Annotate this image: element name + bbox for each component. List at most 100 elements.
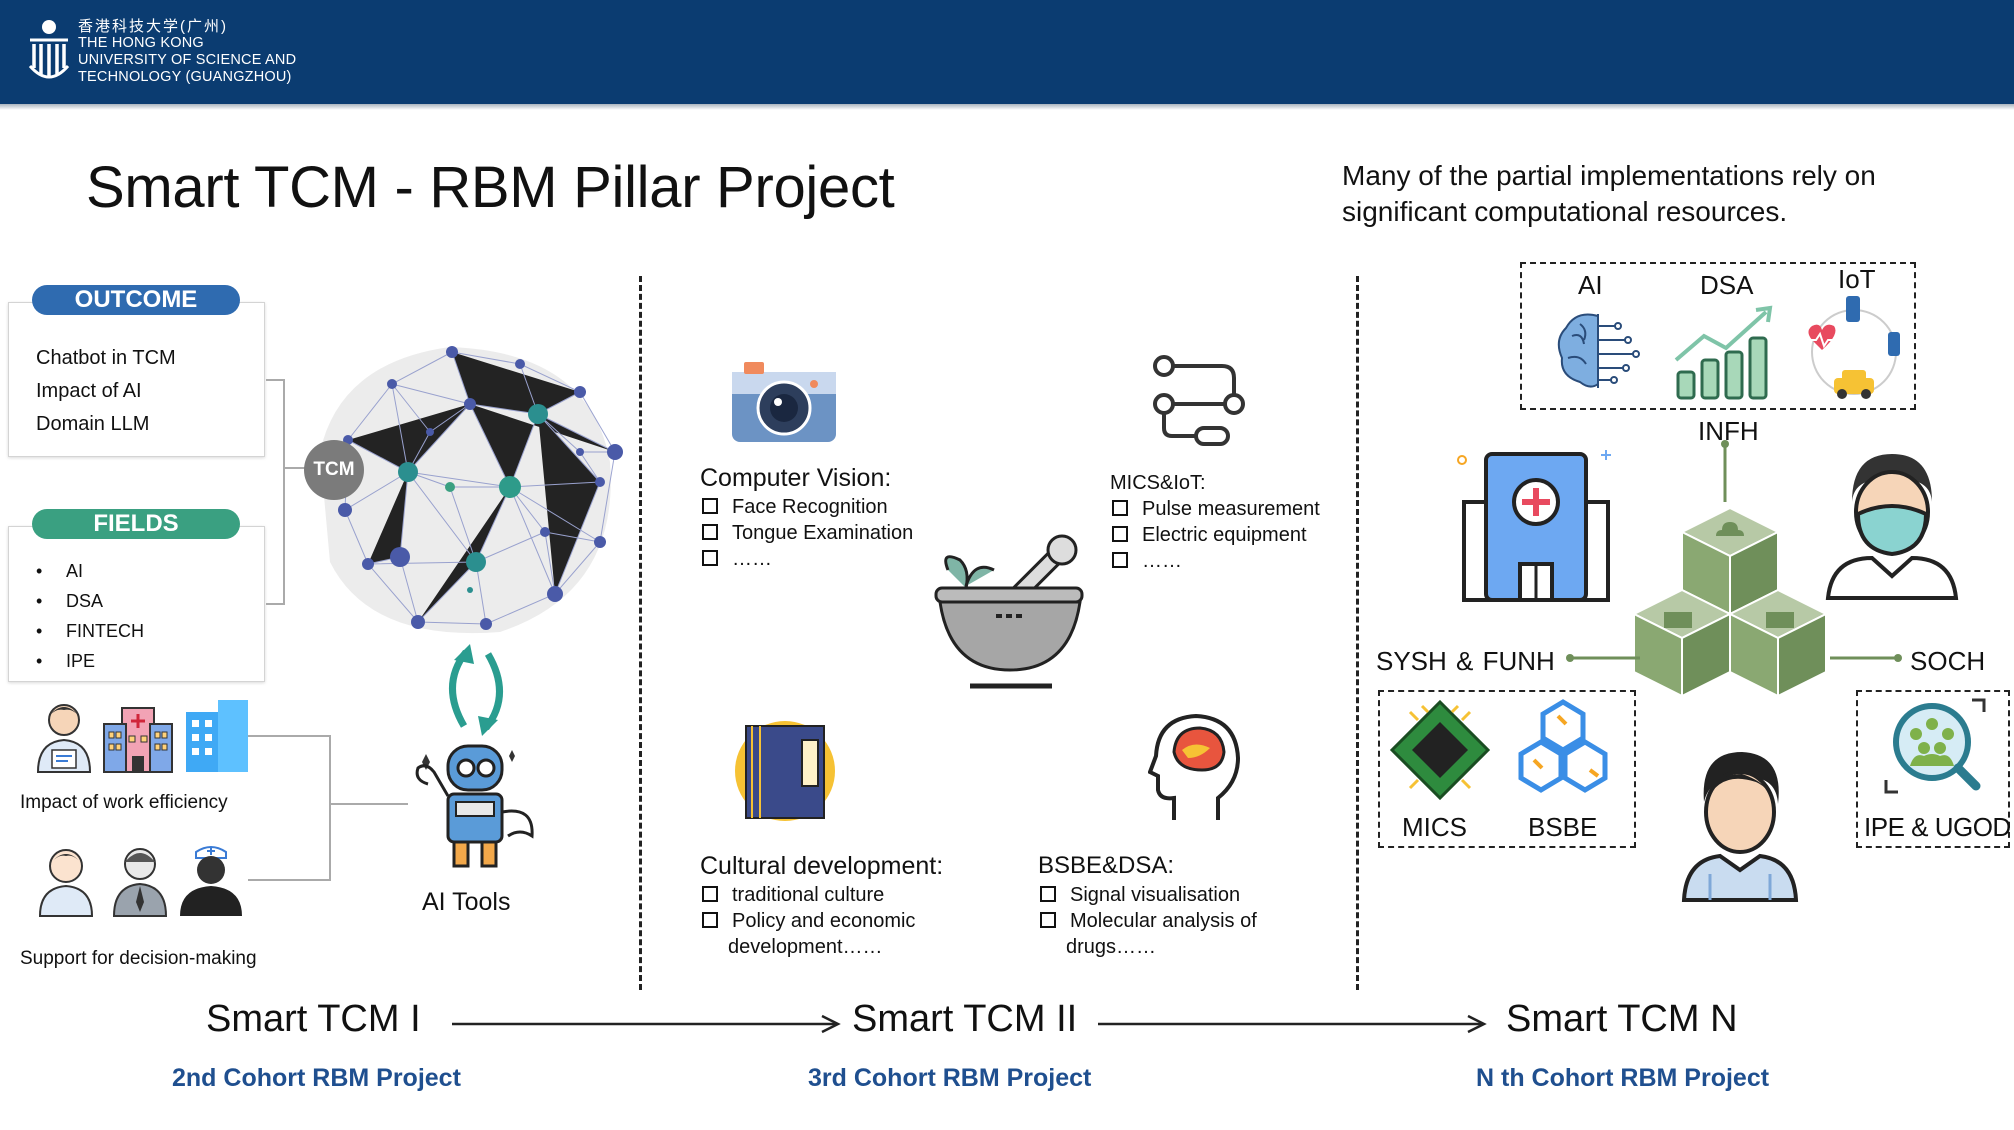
checkbox-icon [702, 550, 718, 566]
checkbox-icon [1112, 552, 1128, 568]
bsbe-item-molecular: Molecular analysis of [1040, 908, 1257, 934]
university-name-cn: 香港科技大学(广州) [78, 18, 228, 35]
iot-label: IoT [1838, 264, 1876, 294]
fields-pill: FIELDS [32, 509, 240, 539]
university-logo [26, 18, 72, 89]
cultural-item-policy-text: Policy and economic [732, 910, 916, 932]
checkbox-icon [702, 912, 718, 928]
cube-cluster-icon [1628, 504, 1832, 729]
infh-label: INFH [1698, 416, 1759, 446]
cv-list: Face Recognition Tongue Examination …… [702, 494, 913, 572]
checkbox-icon [702, 524, 718, 540]
sysh-connector [1566, 654, 1640, 662]
mics-title: MICS&IoT: [1110, 472, 1206, 494]
mics-item-more-text: …… [1142, 550, 1182, 572]
fields-item-ipe-text: IPE [66, 651, 96, 671]
outcome-item-chatbot: Chatbot in TCM [36, 347, 176, 369]
nurse-icon [176, 842, 246, 923]
growth-chart-icon [1670, 302, 1780, 407]
resource-note: Many of the partial implementations rely… [1342, 158, 1876, 230]
soch-connector [1830, 654, 1902, 662]
header-bar [0, 0, 2014, 104]
soch-label: SOCH [1910, 646, 1986, 676]
ai-tools-label: AI Tools [422, 888, 511, 916]
cycle-arrows-icon [449, 644, 503, 736]
cv-item-face: Face Recognition [702, 494, 913, 520]
brain-head-icon [1147, 712, 1244, 829]
divider-right [1356, 276, 1359, 990]
checkbox-icon [702, 886, 718, 902]
tcm-badge: TCM [304, 440, 364, 500]
mics-item-more: …… [1112, 548, 1320, 574]
cohort-label-nth: N th Cohort RBM Project [1476, 1064, 1770, 1092]
mics-item-pulse-text: Pulse measurement [1142, 498, 1320, 520]
fields-item-ipe: •IPE [36, 651, 96, 671]
cultural-item-development: development…… [728, 936, 883, 958]
ai-dsa-iot-box [1520, 262, 1916, 410]
woman-icon [1680, 744, 1800, 909]
resource-note-line1: Many of the partial implementations rely… [1342, 160, 1876, 191]
timeline-arrow-2 [1098, 1014, 1487, 1034]
work-efficiency-label: Impact of work efficiency [20, 792, 228, 813]
building-icon [180, 698, 252, 779]
book-icon [730, 716, 840, 831]
cv-item-more: …… [702, 546, 913, 572]
cohort-label-3rd: 3rd Cohort RBM Project [808, 1064, 1092, 1092]
iot-health-icon [1800, 296, 1910, 405]
mics-item-electric: Electric equipment [1112, 522, 1320, 548]
divider-left [639, 276, 642, 990]
cv-title: Computer Vision: [700, 464, 892, 492]
checkbox-icon [1040, 912, 1056, 928]
outcome-item-llm: Domain LLM [36, 413, 150, 435]
mortar-pestle-icon [930, 530, 1090, 695]
university-name-line2: UNIVERSITY OF SCIENCE AND [78, 52, 297, 68]
doctor-icon [32, 698, 96, 779]
bsbe-title: BSBE&DSA: [1038, 852, 1175, 879]
staff-icon [110, 842, 170, 923]
bsbe-item-signal-text: Signal visualisation [1070, 884, 1241, 906]
fields-item-ai-text: AI [66, 561, 84, 581]
page-title: Smart TCM - RBM Pillar Project [86, 155, 895, 220]
checkbox-icon [1112, 500, 1128, 516]
timeline-smart-tcm-2: Smart TCM II [852, 998, 1078, 1040]
cultural-item-traditional: traditional culture [702, 882, 915, 908]
hospital-building-icon [1456, 446, 1616, 611]
infh-connector [1721, 440, 1729, 502]
header-shadow [0, 104, 2014, 110]
resource-note-line2: significant computational resources. [1342, 196, 1788, 227]
hospital-icon [100, 698, 176, 779]
university-name-line1: THE HONG KONG [78, 35, 204, 51]
cultural-title: Cultural development: [700, 852, 944, 880]
fields-item-dsa: •DSA [36, 591, 104, 611]
checkbox-icon [1040, 886, 1056, 902]
bsbe-item-signal: Signal visualisation [1040, 882, 1257, 908]
people-connector [248, 735, 408, 881]
community-search-icon [1880, 694, 1990, 803]
cultural-item-policy: Policy and economic [702, 908, 915, 934]
cultural-list: traditional culture Policy and economic … [702, 882, 915, 960]
mics-item-pulse: Pulse measurement [1112, 496, 1320, 522]
ai-brain-icon [1554, 310, 1644, 397]
masked-doctor-icon [1822, 446, 1962, 607]
molecule-icon [1510, 696, 1616, 809]
outcome-box [8, 302, 265, 457]
knowledge-graph [320, 346, 623, 634]
university-name: 香港科技大学(广州) THE HONG KONG UNIVERSITY OF S… [78, 18, 296, 86]
ipe-ugod-box [1856, 690, 2010, 848]
dsa-label: DSA [1700, 270, 1754, 300]
patient-icon [36, 842, 96, 923]
fields-item-ai: •AI [36, 561, 84, 581]
bsbe-item-molecular-text: Molecular analysis of [1070, 910, 1257, 932]
ipe-ugod-label: IPE & UGOD [1864, 812, 2011, 842]
outcome-item-impact: Impact of AI [36, 380, 142, 402]
bsbe-list: Signal visualisation Molecular analysis … [1040, 882, 1257, 960]
cv-item-face-text: Face Recognition [732, 496, 888, 518]
chip-icon [1388, 698, 1492, 807]
mics-label: MICS [1402, 812, 1467, 842]
university-name-line3: TECHNOLOGY (GUANGZHOU) [78, 69, 292, 85]
mics-list: Pulse measurement Electric equipment …… [1112, 496, 1320, 574]
timeline-arrow-1 [452, 1014, 841, 1034]
outcome-pill: OUTCOME [32, 285, 240, 315]
fields-box [8, 526, 265, 682]
bsbe-label: BSBE [1528, 812, 1598, 842]
